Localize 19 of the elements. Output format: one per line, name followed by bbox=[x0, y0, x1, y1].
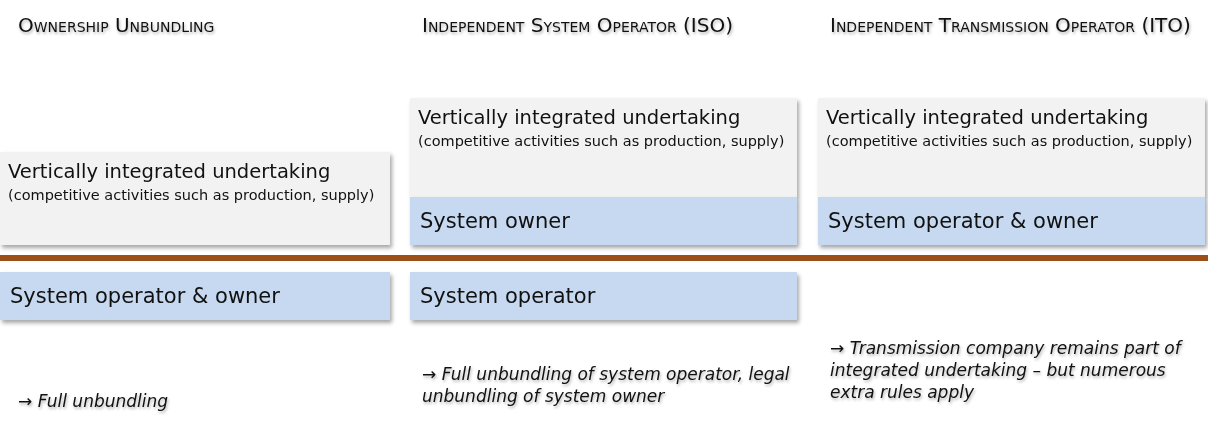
column-heading: Ownership Unbundling bbox=[18, 12, 216, 39]
outcome-note: → Transmission company remains part of integrated undertaking – but numerous extra rules apply bbox=[830, 337, 1184, 404]
box-heading: Vertically integrated undertaking bbox=[8, 160, 332, 184]
undertaking-box bbox=[0, 152, 390, 245]
undertaking-box bbox=[410, 98, 797, 197]
box-heading: Vertically integrated undertaking bbox=[418, 106, 742, 130]
role-box: System operator bbox=[410, 272, 797, 320]
box-description: (competitive activities such as production, supply) bbox=[826, 132, 1194, 152]
undertaking-box bbox=[818, 98, 1205, 197]
box-heading: Vertically integrated undertaking bbox=[826, 106, 1150, 130]
role-box: System owner bbox=[410, 197, 797, 245]
box-description: (competitive activities such as production, supply) bbox=[8, 186, 376, 206]
role-box: System operator & owner bbox=[0, 272, 390, 320]
outcome-note: → Full unbundling of system operator, legal unbundling of system owner bbox=[422, 363, 791, 408]
role-box: System operator & owner bbox=[818, 197, 1205, 245]
outcome-note: → Full unbundling bbox=[18, 390, 170, 413]
column-heading: Independent System Operator (ISO) bbox=[422, 12, 734, 39]
box-description: (competitive activities such as production, supply) bbox=[418, 132, 786, 152]
column-heading: Independent Transmission Operator (ITO) bbox=[830, 12, 1192, 39]
